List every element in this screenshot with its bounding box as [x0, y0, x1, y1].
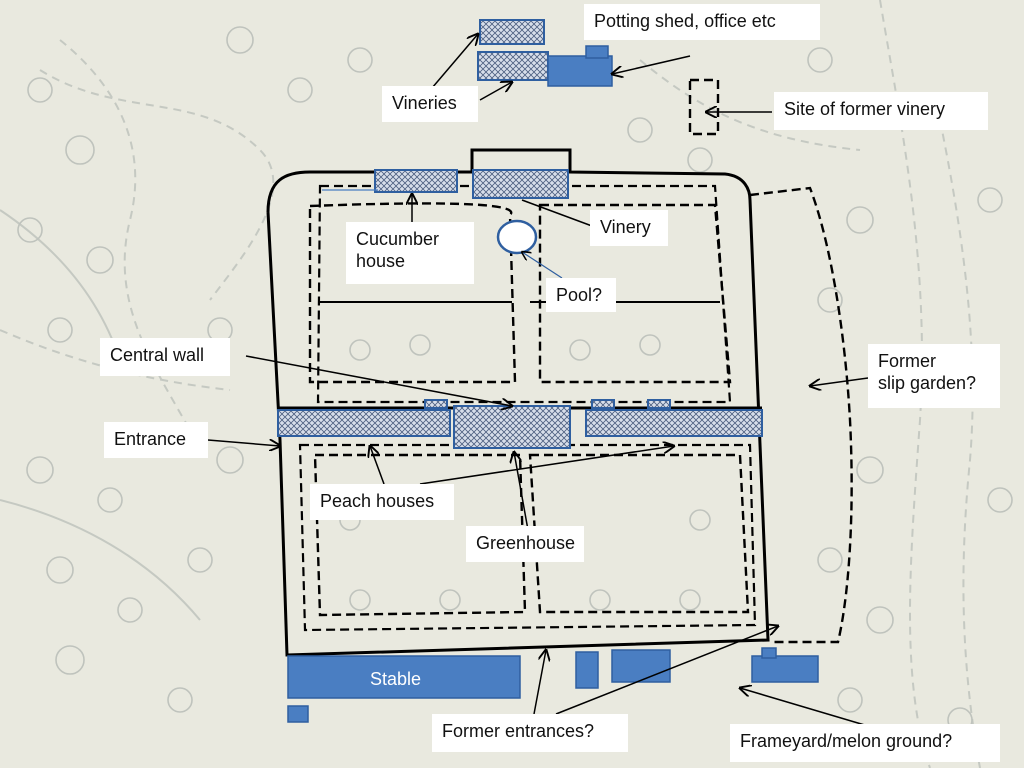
- label-former-entrances: Former entrances?: [432, 714, 628, 752]
- glasshouses: [277, 19, 763, 449]
- label-vinery: Vinery: [590, 210, 668, 246]
- solid-buildings: [287, 45, 819, 723]
- label-cucumber-house: Cucumber house: [346, 222, 474, 284]
- pool-marker: [496, 219, 538, 255]
- label-stable: Stable: [370, 669, 422, 689]
- label-entrance: Entrance: [104, 422, 208, 458]
- leader-arrows: [207, 34, 869, 727]
- label-central-wall: Central wall: [100, 338, 230, 376]
- label-vineries: Vineries: [382, 86, 478, 122]
- label-peach-houses: Peach houses: [310, 484, 454, 520]
- label-pool: Pool?: [546, 278, 616, 312]
- label-frameyard: Frameyard/melon ground?: [730, 724, 1000, 762]
- label-former-vinery-site: Site of former vinery: [774, 92, 988, 130]
- label-greenhouse: Greenhouse: [466, 526, 584, 562]
- inner-paths: [298, 78, 853, 644]
- label-potting-shed: Potting shed, office etc: [584, 4, 820, 40]
- label-slip-garden: Former slip garden?: [868, 344, 1000, 408]
